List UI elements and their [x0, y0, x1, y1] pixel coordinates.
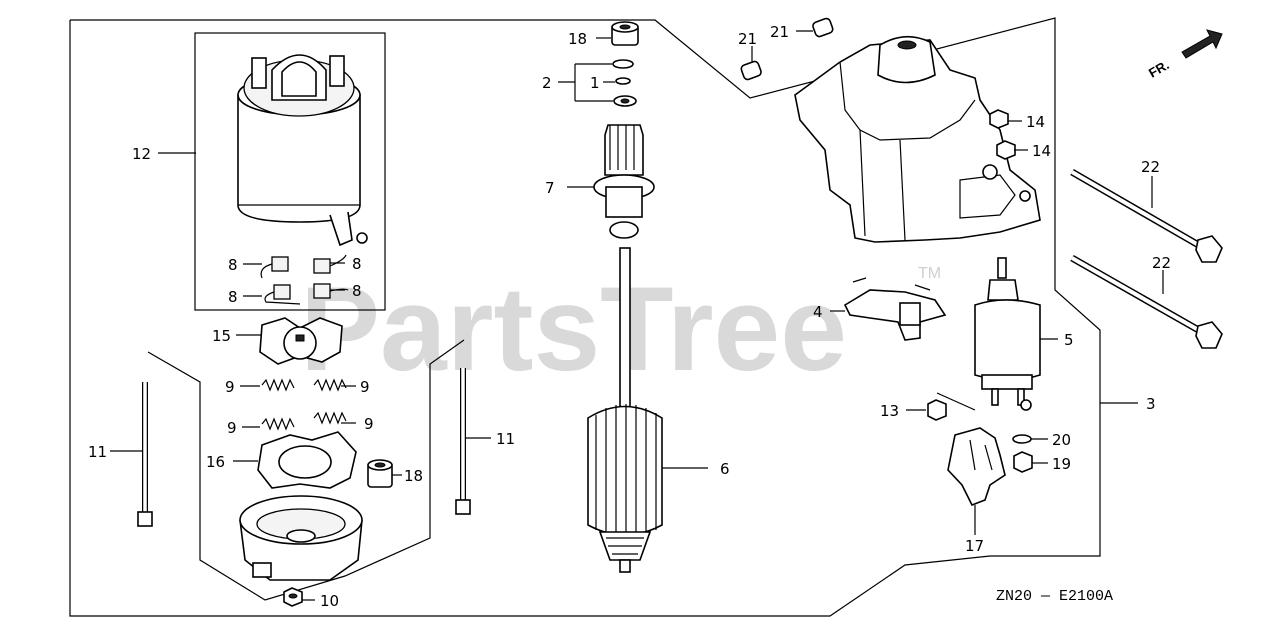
- callout-labels: 18 2 1 21 21 14 14 22 22 12 7 8 8 8 8 15…: [88, 23, 1171, 610]
- flange-nut-upper: [989, 109, 1009, 129]
- rear-end-cover: [239, 495, 363, 581]
- direction-marker: FR.: [1146, 29, 1223, 81]
- callout-10: 10: [320, 592, 339, 610]
- callout-19: 19: [1052, 455, 1071, 473]
- callout-12: 12: [132, 145, 151, 163]
- callout-17: 17: [965, 537, 984, 555]
- callout-3: 3: [1146, 395, 1156, 413]
- nut-19: [1013, 451, 1033, 473]
- callout-13: 13: [880, 402, 899, 420]
- callout-11-left: 11: [88, 443, 107, 461]
- diagram-code: ZN20 — E2100A: [996, 588, 1113, 605]
- terminal-cover: [947, 427, 1006, 507]
- brush-plate: [257, 431, 357, 489]
- dowel-pin-upper: [812, 17, 834, 38]
- brush-holder: [259, 317, 343, 365]
- callout-5: 5: [1064, 331, 1074, 349]
- callout-9-upper-right: 9: [360, 378, 370, 396]
- starter-housing: [794, 35, 1041, 243]
- armature: [587, 247, 663, 573]
- pinion-drive: [593, 124, 655, 239]
- leader-lines: [110, 30, 1164, 601]
- front-arrow-icon: [1181, 29, 1223, 59]
- assembly-outline: [69, 17, 1101, 617]
- callout-16: 16: [206, 453, 225, 471]
- motor-yoke: [237, 54, 368, 247]
- callout-18-lower: 18: [404, 467, 423, 485]
- callout-6: 6: [720, 460, 730, 478]
- callout-8-upper-right: 8: [352, 255, 362, 273]
- callout-1: 1: [590, 74, 600, 92]
- long-bolt-upper: [1070, 168, 1223, 263]
- callout-4: 4: [813, 303, 823, 321]
- callout-20: 20: [1052, 431, 1071, 449]
- callout-14-upper: 14: [1026, 113, 1045, 131]
- callout-22-upper: 22: [1141, 158, 1160, 176]
- callout-21-left: 21: [738, 30, 757, 48]
- long-bolt-lower: [1070, 254, 1223, 349]
- watermark-trademark: TM: [918, 265, 941, 282]
- dowel-pin-lower: [740, 60, 762, 81]
- through-bolt-left: [137, 382, 153, 527]
- watermark-text: PartsTree: [300, 262, 847, 396]
- callout-15: 15: [212, 327, 231, 345]
- direction-label: FR.: [1146, 57, 1172, 80]
- through-bolt-right: [455, 368, 471, 515]
- solenoid: [974, 257, 1041, 411]
- callout-14-lower: 14: [1032, 142, 1051, 160]
- callout-8-lower-left: 8: [228, 288, 238, 306]
- nut-13: [927, 399, 947, 421]
- bushing-lower: [367, 459, 393, 488]
- nut-10: [283, 587, 303, 607]
- callout-9-lower-left: 9: [227, 419, 237, 437]
- callout-18-upper: 18: [568, 30, 587, 48]
- motor-group-box: [194, 32, 386, 311]
- callout-22-lower: 22: [1152, 254, 1171, 272]
- callout-9-lower-right: 9: [364, 415, 374, 433]
- callout-8-lower-right: 8: [352, 282, 362, 300]
- callout-7: 7: [545, 179, 555, 197]
- brush-set: [260, 254, 349, 305]
- shift-lever: [843, 277, 947, 341]
- washer-20: [1012, 434, 1032, 444]
- flange-nut-lower: [996, 140, 1016, 160]
- callout-8-upper-left: 8: [228, 256, 238, 274]
- callout-9-upper-left: 9: [225, 378, 235, 396]
- callout-21-right: 21: [770, 23, 789, 41]
- callout-11-right: 11: [496, 430, 515, 448]
- callout-2: 2: [542, 74, 552, 92]
- bushing-upper: [611, 21, 639, 46]
- rear-cover-group-outline: [147, 339, 465, 601]
- brush-springs: [261, 378, 347, 431]
- washer-set: [612, 59, 637, 107]
